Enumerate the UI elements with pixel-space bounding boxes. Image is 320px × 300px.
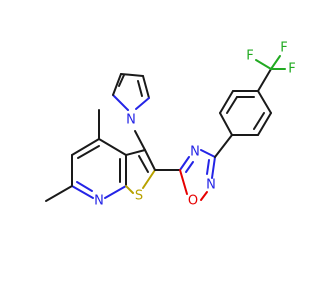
bond [104, 185, 127, 199]
bond [71, 138, 100, 156]
bond [112, 94, 129, 111]
bond [257, 112, 272, 136]
bond [125, 185, 134, 194]
atom-label-n-pyrrole: N [126, 113, 136, 128]
bond [200, 191, 208, 201]
phenyl-ring [219, 90, 272, 136]
bond [219, 112, 233, 136]
bond-cf3 [257, 68, 272, 92]
atom-label-s-thiophene: S [135, 189, 143, 204]
atom-label-f1: F [246, 49, 253, 64]
bond [226, 96, 238, 114]
molecule-structure: N N S N N O F F F [45, 41, 296, 209]
bond [134, 130, 146, 151]
atom-label-n-oxadiazole-2: N [206, 178, 216, 193]
bond [211, 156, 216, 179]
bond [142, 169, 156, 189]
bond [76, 181, 93, 192]
atom-label-n-pyridine: N [94, 194, 104, 209]
bond [142, 75, 150, 99]
oxadiazole-ring [179, 149, 216, 201]
bond [257, 90, 272, 114]
bond [219, 90, 234, 114]
bond-f2 [270, 55, 281, 70]
bond [118, 74, 125, 87]
bond [179, 169, 188, 195]
pyrrole-ring [112, 73, 150, 151]
bond [185, 161, 194, 173]
bond [71, 185, 94, 199]
atom-label-f2: F [280, 41, 287, 56]
bond [144, 149, 156, 171]
bond [120, 73, 144, 77]
bond [200, 149, 216, 158]
bond [138, 155, 149, 173]
bond [253, 112, 265, 130]
bond [206, 159, 210, 175]
bond [179, 156, 190, 171]
bond [98, 138, 127, 156]
bond [137, 80, 143, 97]
bond [77, 145, 100, 159]
bond-f1 [255, 59, 272, 70]
atom-label-n-oxadiazole-4: N [190, 145, 200, 160]
pyridine-ring [71, 138, 127, 199]
thiophene-ring [125, 149, 156, 194]
bond [135, 97, 150, 110]
atom-label-f3: F [288, 62, 295, 77]
bond-linker-phenyl [214, 134, 233, 158]
atom-label-o-oxadiazole: O [188, 194, 198, 209]
methyl-bond-left [45, 185, 73, 202]
bond [112, 73, 122, 96]
bond [125, 149, 146, 156]
